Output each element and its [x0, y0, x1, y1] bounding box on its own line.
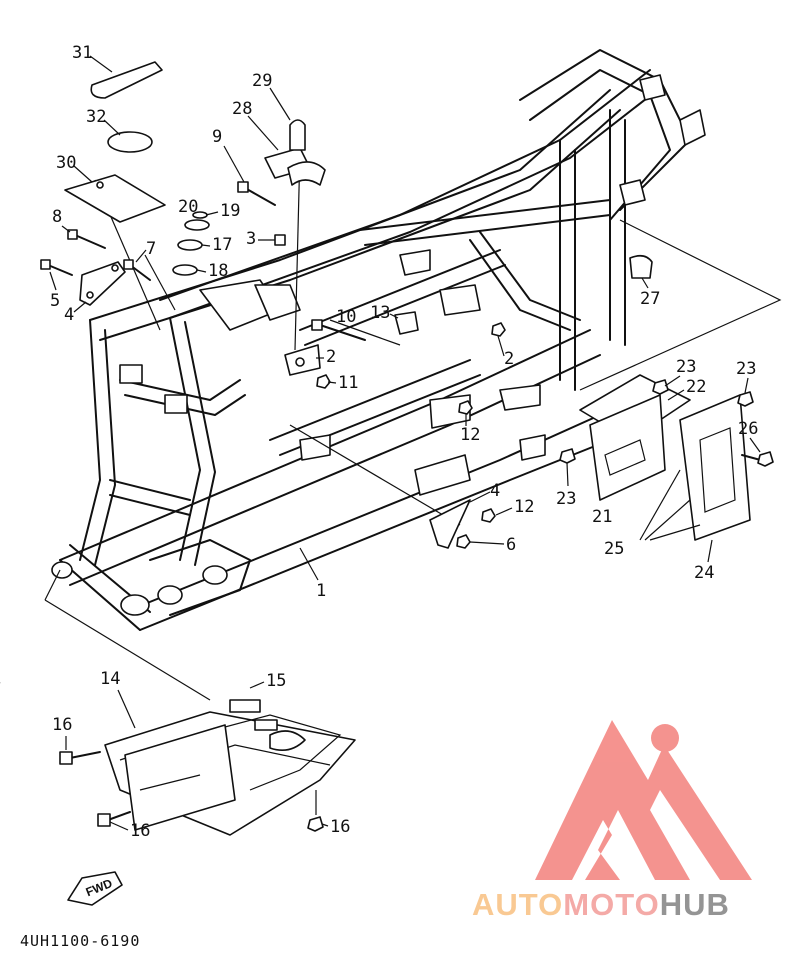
callout-27: 27 — [640, 289, 660, 309]
part-32-disc — [107, 131, 153, 153]
part-31-pad — [90, 61, 163, 99]
diagram-code: 4UH1100-6190 — [20, 932, 140, 950]
callout-2a: 2 — [326, 347, 336, 367]
callout-labels: 31 32 30 29 28 9 20 19 17 18 8 3 7 5 4 1… — [49, 43, 761, 841]
callout-23c: 23 — [556, 489, 576, 509]
callout-15: 15 — [266, 671, 286, 691]
callout-1: 1 — [316, 581, 326, 601]
callout-9: 9 — [212, 127, 222, 147]
callout-5: 5 — [50, 291, 60, 311]
main-frame — [44, 49, 782, 701]
callout-16c: 16 — [330, 817, 350, 837]
fwd-arrow-icon: FWD — [67, 871, 123, 906]
callout-18: 18 — [208, 261, 228, 281]
callout-24: 24 — [694, 563, 714, 583]
callout-11: 11 — [338, 373, 358, 393]
part-30-plate — [64, 174, 166, 223]
logo-mark-icon — [535, 720, 752, 880]
battery-box-group — [559, 374, 774, 541]
callout-28: 28 — [232, 99, 252, 119]
callout-29: 29 — [252, 71, 272, 91]
callout-2b: 2 — [504, 349, 514, 369]
callout-12a: 12 — [460, 425, 480, 445]
callout-23a: 23 — [676, 357, 696, 377]
callout-25: 25 — [604, 539, 624, 559]
callout-17: 17 — [212, 235, 232, 255]
brand-part-2: MOTO — [563, 887, 659, 922]
callout-16b: 16 — [130, 821, 150, 841]
part-29-clip — [289, 119, 306, 151]
callout-4a: 4 — [64, 305, 74, 325]
brand-part-3: HUB — [660, 887, 730, 922]
callout-7: 7 — [146, 239, 156, 259]
callout-8: 8 — [52, 207, 62, 227]
part-21-box — [589, 394, 666, 501]
callout-3: 3 — [246, 229, 256, 249]
callout-32: 32 — [86, 107, 106, 127]
part-24-cover — [679, 394, 751, 541]
skid-plate-group — [0, 682, 356, 836]
callout-20: 20 — [178, 197, 198, 217]
callout-6: 6 — [506, 535, 516, 555]
small-parts — [40, 61, 653, 549]
callout-31: 31 — [72, 43, 92, 63]
brand-part-1: AUTO — [472, 887, 563, 922]
svg-text:AUTOMOTOHUB: AUTOMOTOHUB — [472, 887, 730, 922]
callout-16a: 16 — [52, 715, 72, 735]
automotohub-logo: AUTOMOTOHUB — [472, 720, 752, 922]
callout-12b: 12 — [514, 497, 534, 517]
callout-23b: 23 — [736, 359, 756, 379]
callout-19: 19 — [220, 201, 240, 221]
callout-10: 10 — [336, 307, 356, 327]
callout-13: 13 — [370, 303, 390, 323]
callout-22: 22 — [686, 377, 706, 397]
callout-30: 30 — [56, 153, 76, 173]
callout-21: 21 — [592, 507, 612, 527]
callout-26: 26 — [738, 419, 758, 439]
callout-4b: 4 — [490, 481, 500, 501]
callout-14: 14 — [100, 669, 120, 689]
